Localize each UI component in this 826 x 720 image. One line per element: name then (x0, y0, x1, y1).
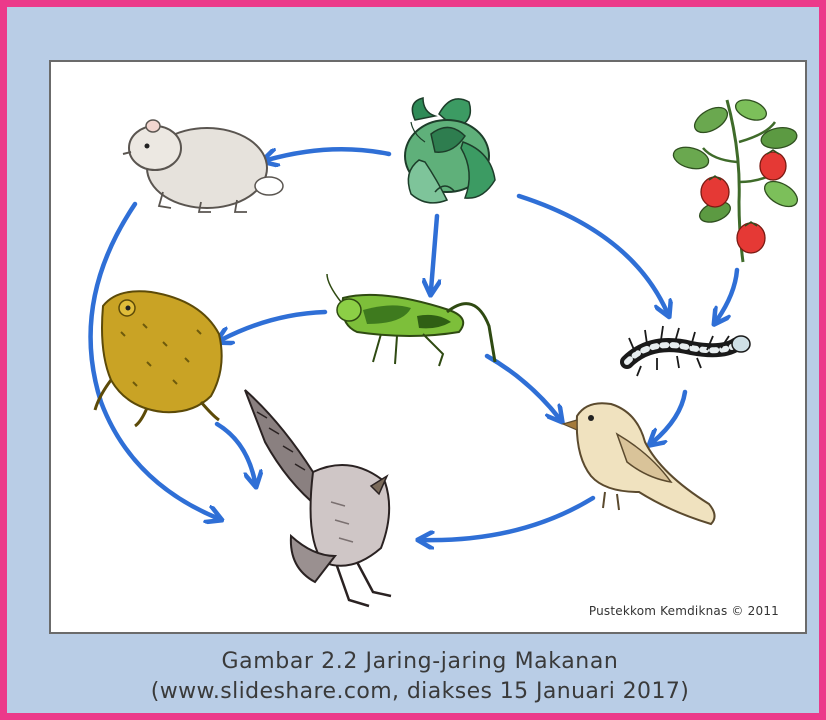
arrow-grasshopper-to-frog (221, 309, 328, 340)
arrow-caterpillar-to-bird (653, 389, 688, 442)
grasshopper-icon (326, 273, 497, 367)
arrow-mouse-to-eagle (88, 201, 217, 518)
arrow-grasshopper-to-bird (484, 353, 559, 418)
arrow-vegetable-to-caterpillar (516, 193, 667, 312)
figure-caption-source: (www.slideshare.com, diakses 15 Januari … (150, 679, 690, 704)
cabbage-icon (404, 97, 496, 204)
figure-caption-title: Gambar 2.2 Jaring-jaring Makanan (221, 649, 619, 674)
food-web-diagram (88, 97, 799, 608)
arrow-tomato-to-caterpillar (717, 267, 740, 320)
tomato-plant-icon (672, 99, 799, 263)
arrow-frog-to-eagle (214, 421, 255, 482)
figure-credit: Pustekkom Kemdiknas © 2011 (588, 604, 779, 618)
mouse-icon (122, 119, 284, 213)
arrow-vegetable-to-grasshopper (431, 213, 437, 290)
bird-icon (561, 402, 716, 526)
caterpillar-icon (620, 325, 751, 377)
arrow-bird-to-eagle (423, 495, 596, 540)
eagle-icon (244, 389, 392, 608)
food-web-panel: Pustekkom Kemdiknas © 2011 (49, 60, 807, 634)
arrow-vegetable-to-mouse (267, 146, 392, 160)
frog-icon (93, 290, 223, 428)
